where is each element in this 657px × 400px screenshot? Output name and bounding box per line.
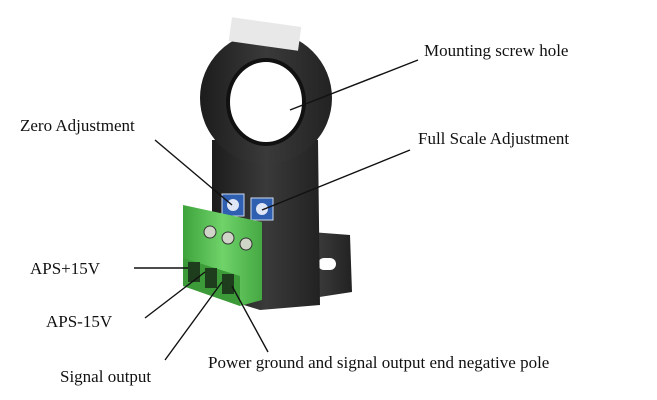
leader-mounting — [289, 59, 419, 111]
label-full-scale-adjustment: Full Scale Adjustment — [418, 129, 570, 148]
leader-lines — [134, 59, 419, 361]
top-label-plate — [228, 17, 302, 51]
leader-ground — [231, 285, 269, 353]
leader-full-scale — [261, 149, 411, 211]
terminal-screw — [221, 231, 235, 245]
terminal-screw — [203, 225, 217, 239]
label-power-ground: Power ground and signal output end negat… — [208, 353, 550, 372]
mounting-screw-hole — [226, 58, 306, 146]
label-signal-output: Signal output — [60, 367, 152, 386]
leader-signal — [164, 281, 223, 361]
label-mounting-screw-hole: Mounting screw hole — [424, 41, 569, 60]
terminal-screw — [239, 237, 253, 251]
leader-aps-minus — [144, 271, 206, 319]
label-aps-plus-15v: APS+15V — [30, 259, 101, 278]
label-aps-minus-15v: APS-15V — [46, 312, 113, 331]
leader-zero — [154, 139, 233, 206]
foot-slot — [318, 258, 336, 270]
label-zero-adjustment: Zero Adjustment — [20, 116, 135, 135]
